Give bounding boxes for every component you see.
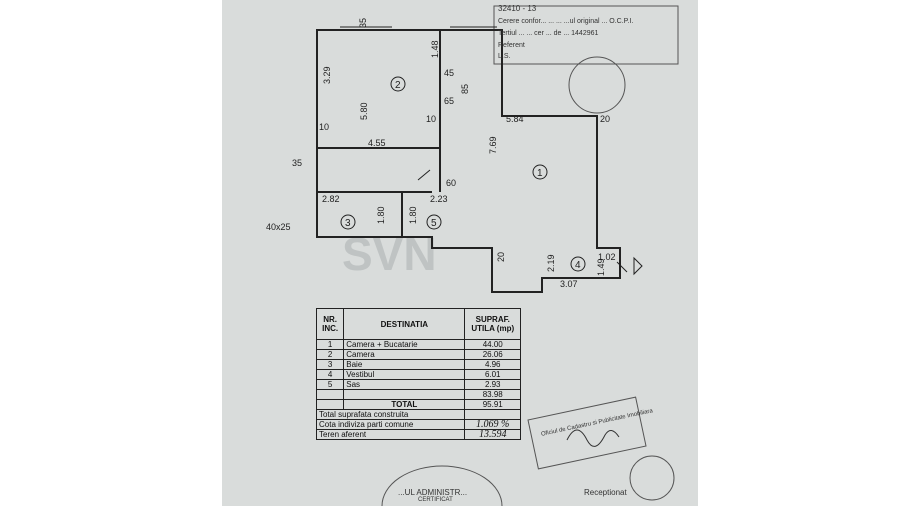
dim-label: 4.55 (368, 138, 386, 148)
dim-label: 1.80 (408, 206, 418, 224)
room-number-1: 1 (537, 168, 543, 179)
stamp-bottom-text: ...UL ADMINISTR... (398, 488, 468, 497)
dim-label: 20 (496, 252, 506, 262)
receptionat-label: Receptionat (584, 488, 627, 497)
footer-value: 1.069 % (464, 419, 521, 430)
footer-value: 13.594 (464, 429, 521, 440)
footer-row-teren: Teren aferent 13.594 (315, 429, 521, 440)
dim-label: 1.02 (598, 252, 616, 262)
footer-row-cota: Cota indiviza parti comune 1.069 % (315, 419, 521, 430)
dim-label: 85 (460, 84, 470, 94)
entrance-arrow-icon (633, 256, 643, 276)
header-ls-line: L.S. (498, 53, 511, 60)
stamp-bottom-sub: CERTIFICAT (418, 497, 453, 503)
cell-nr: 1 (315, 339, 345, 350)
dim-label: 20 (600, 114, 610, 124)
dim-label: 5.80 (359, 102, 369, 120)
dim-label: 2.23 (430, 194, 448, 204)
dim-label: 2.19 (546, 254, 556, 272)
dim-label: 65 (444, 96, 454, 106)
room-number-4: 4 (575, 260, 581, 271)
signature (566, 429, 620, 447)
cell-nr: 4 (315, 369, 345, 380)
cell-val: 6.01 (464, 369, 521, 380)
dim-label: 3.07 (560, 279, 578, 289)
table-row: 3 Baie 4.96 (315, 359, 521, 370)
total-label: TOTAL (343, 399, 466, 410)
footer-label: Cota indiviza parti comune (315, 419, 466, 430)
dim-label: 1.80 (376, 206, 386, 224)
cell-dest-empty (343, 389, 466, 400)
room-number-3: 3 (345, 218, 351, 229)
footer-label: Teren aferent (315, 429, 466, 440)
table-header-row: NR. INC. DESTINATIA SUPRAF. UTILA (mp) (315, 308, 521, 340)
cell-nr: 2 (315, 349, 345, 360)
room-number-2: 2 (395, 80, 401, 91)
dimension-labels: 35 3.29 5.80 1.48 45 85 65 10 10 5.84 20… (266, 18, 616, 289)
cell-nr-empty (315, 399, 345, 410)
footer-label: Total suprafata construita (315, 409, 466, 420)
walls (316, 29, 621, 293)
dim-label: 1.48 (430, 40, 440, 58)
total-value: 95.91 (464, 399, 521, 410)
floor-plan-drawing: SVN (266, 5, 679, 506)
table-total-row: TOTAL 95.91 (315, 399, 521, 410)
table-row: 5 Sas 2.93 (315, 379, 521, 390)
cell-nr: 5 (315, 379, 345, 390)
area-table: NR. INC. DESTINATIA SUPRAF. UTILA (mp) 1… (315, 308, 521, 440)
cell-dest: Camera (343, 349, 466, 360)
cell-dest: Vestibul (343, 369, 466, 380)
dim-label: 35 (292, 158, 302, 168)
dim-label: 2.82 (322, 194, 340, 204)
table-row-extra: 83.98 (315, 389, 521, 400)
dim-label: 40x25 (266, 222, 291, 232)
cell-dest: Sas (343, 379, 466, 390)
header-conformity-line: Cerere confor... ... ... ...ul original … (498, 18, 634, 25)
cell-val: 26.06 (464, 349, 521, 360)
header-box (493, 5, 679, 65)
cell-val: 4.96 (464, 359, 521, 370)
cell-dest: Baie (343, 359, 466, 370)
dim-label: 7.69 (488, 136, 498, 154)
dim-label: 45 (444, 68, 454, 78)
stamp-seal-icon (629, 455, 675, 501)
dim-label: 35 (358, 18, 368, 28)
table-row: 4 Vestibul 6.01 (315, 369, 521, 380)
footer-row-construita: Total suprafata construita (315, 409, 521, 420)
header-referent-line: Referent (498, 42, 525, 49)
dim-label: 3.29 (322, 66, 332, 84)
cell-nr-empty (315, 389, 345, 400)
footer-value (464, 409, 521, 420)
door-mark (417, 169, 431, 181)
header-ref-number: 32410 - 13 (498, 4, 537, 13)
stamp-rectangle (527, 396, 647, 470)
cell-val: 2.93 (464, 379, 521, 390)
cell-val: 44.00 (464, 339, 521, 350)
room-markers (340, 76, 586, 272)
room-number-5: 5 (431, 218, 437, 229)
stamp-seal-icon (381, 465, 503, 506)
dim-label: 5.84 (506, 114, 524, 124)
cell-nr: 3 (315, 359, 345, 370)
stamp-seal-icon (568, 56, 626, 114)
table-row: 2 Camera 26.06 (315, 349, 521, 360)
watermark-text: SVN (342, 228, 437, 280)
col-nr-header: NR. INC. (315, 308, 345, 340)
col-dest-header: DESTINATIA (343, 308, 466, 340)
col-supraf-header: SUPRAF. UTILA (mp) (464, 308, 521, 340)
dim-label: 10 (319, 122, 329, 132)
cell-extra-val: 83.98 (464, 389, 521, 400)
cell-dest: Camera + Bucatarie (343, 339, 466, 350)
dim-label: 60 (446, 178, 456, 188)
dim-label: 1.49 (596, 258, 606, 276)
stamps (381, 56, 675, 506)
floor-plan-document: SVN (222, 0, 698, 506)
header-tertiu-line: Tertiul ... ... cer ... de ... 1442961 (498, 30, 599, 37)
door-swing (616, 261, 628, 273)
dim-label: 10 (426, 114, 436, 124)
table-row: 1 Camera + Bucatarie 44.00 (315, 339, 521, 350)
